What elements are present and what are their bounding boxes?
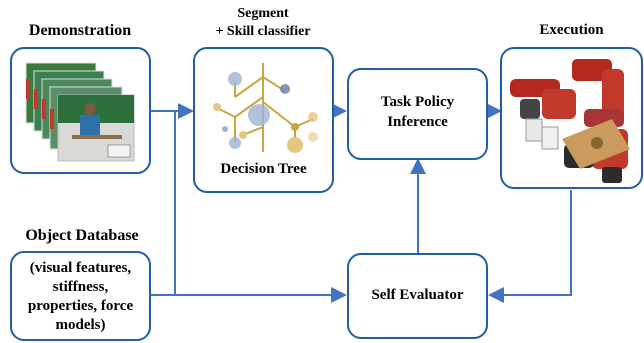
self-evaluator-label: Self Evaluator bbox=[371, 287, 464, 303]
skill-classifier-label: + Skill classifier bbox=[215, 24, 311, 39]
object-database-label: Object Database bbox=[25, 227, 139, 244]
demonstration-box bbox=[10, 47, 151, 174]
task-policy-line1: Task Policy bbox=[380, 94, 455, 110]
robot-execution-image bbox=[510, 59, 630, 183]
object-db-line4: models) bbox=[55, 317, 106, 333]
execution-box bbox=[500, 47, 643, 189]
task-policy-line2: Inference bbox=[387, 114, 448, 130]
execution-label: Execution bbox=[539, 22, 604, 38]
object-db-line2: stiffness, bbox=[52, 279, 109, 295]
decision-tree-box: Decision Tree bbox=[193, 47, 334, 193]
demonstration-images bbox=[25, 62, 135, 162]
demonstration-label: Demonstration bbox=[28, 22, 132, 39]
task-policy-inference-box: Task Policy Inference bbox=[347, 68, 488, 160]
object-database-box: (visual features, stiffness, properties,… bbox=[10, 251, 151, 341]
object-db-line1: (visual features, bbox=[29, 260, 132, 276]
decision-tree-caption: Decision Tree bbox=[220, 161, 307, 177]
arrow-execution-to-evaluator bbox=[488, 190, 572, 303]
segment-label: Segment bbox=[237, 6, 289, 21]
decision-tree-graphic bbox=[213, 63, 318, 153]
object-db-line3: properties, force bbox=[27, 298, 134, 314]
self-evaluator-box: Self Evaluator bbox=[347, 253, 488, 339]
